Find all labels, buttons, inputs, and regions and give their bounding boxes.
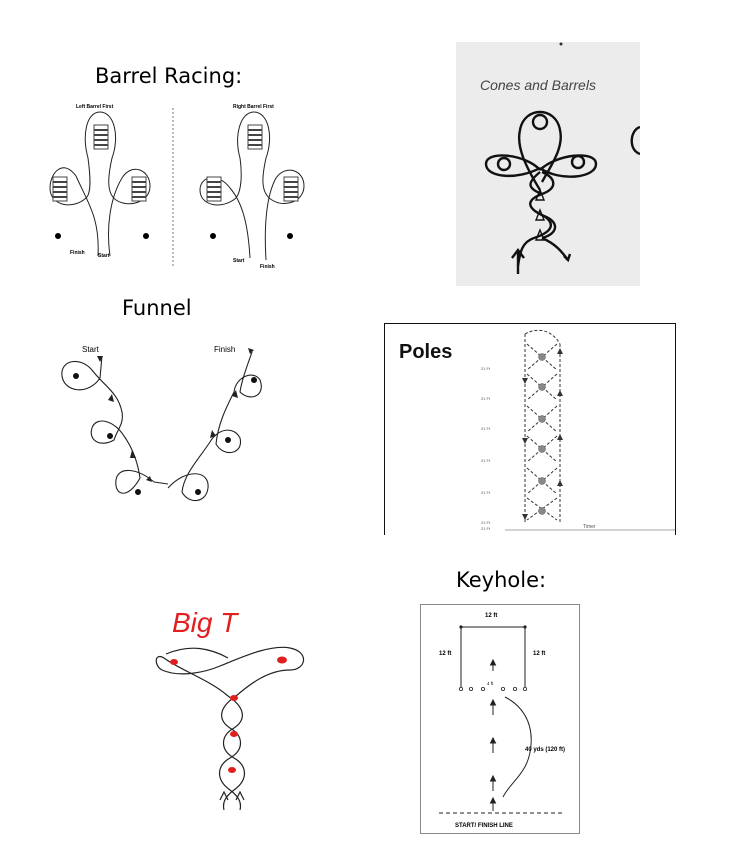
pole-marker-6 bbox=[538, 507, 546, 515]
left-barrel-pattern bbox=[49, 111, 151, 257]
poles-frame: Poles 21 Ft 21 Ft 21 Ft 21 Ft 21 Ft 21 F… bbox=[384, 323, 676, 535]
funnel-barrel-5 bbox=[225, 437, 231, 443]
pole-distance-5: 21 Ft bbox=[481, 490, 491, 495]
right-barrel-caption: Right Barrel First bbox=[233, 104, 274, 110]
funnel-barrel-4 bbox=[195, 489, 201, 495]
keyhole-left-label: 12 ft bbox=[439, 651, 451, 657]
pole-marker-4 bbox=[538, 445, 546, 453]
pole-distance-2: 21 Ft bbox=[481, 396, 491, 401]
big-t-stem-barrel-1 bbox=[230, 695, 238, 701]
funnel-title: Funnel bbox=[122, 296, 192, 320]
left-start-label: Start bbox=[98, 253, 110, 259]
barrel-racing-diagram: Left Barrel First Right Barrel First Fin… bbox=[49, 104, 305, 270]
right-barrel-pattern bbox=[199, 111, 305, 261]
pole-distance-3: 21 Ft bbox=[481, 426, 491, 431]
big-t-diagram: Big T bbox=[155, 607, 305, 810]
keyhole-top-label: 12 ft bbox=[485, 613, 497, 619]
big-t-title: Big T bbox=[172, 607, 239, 638]
right-left-barrel-icon bbox=[206, 176, 222, 202]
start-finish-line-label: START/ FINISH LINE bbox=[455, 823, 513, 829]
pole-marker-1 bbox=[538, 353, 546, 361]
timer-label: Timer bbox=[583, 524, 596, 530]
funnel-barrel-3 bbox=[135, 489, 141, 495]
cones-barrels-photo: Cones and Barrels bbox=[456, 42, 641, 286]
left-right-barrel-icon bbox=[131, 176, 147, 202]
pole-distance-1: 21 Ft bbox=[481, 366, 491, 371]
funnel-barrel-2 bbox=[107, 433, 113, 439]
pole-distance-4: 21 Ft bbox=[481, 458, 491, 463]
pole-marker-2 bbox=[538, 383, 546, 391]
big-t-right-barrel bbox=[277, 656, 287, 664]
big-t-left-barrel bbox=[170, 659, 178, 665]
right-finish-label: Finish bbox=[260, 264, 275, 270]
keyhole-frame: 12 ft 12 ft 12 ft 4 ft 40 yds (120 ft) S… bbox=[420, 604, 580, 834]
pole-marker-3 bbox=[538, 415, 546, 423]
keyhole-distance-label: 40 yds (120 ft) bbox=[525, 747, 565, 753]
big-t-stem-barrel-2 bbox=[230, 731, 238, 737]
right-right-marker-dot bbox=[287, 233, 293, 239]
funnel-diagram: Start Finish bbox=[61, 345, 262, 502]
right-marker-dot bbox=[143, 233, 149, 239]
pole-distance-6: 21 Ft bbox=[481, 520, 491, 525]
right-top-barrel-icon bbox=[247, 124, 263, 150]
left-marker-dot bbox=[55, 233, 61, 239]
pole-marker-5 bbox=[538, 477, 546, 485]
poles-title: Poles bbox=[399, 341, 452, 363]
funnel-barrel-6 bbox=[251, 377, 257, 383]
keyhole-gap-label: 4 ft bbox=[487, 681, 494, 686]
left-top-barrel-icon bbox=[93, 124, 109, 150]
funnel-finish-label: Finish bbox=[214, 345, 235, 354]
left-left-barrel-icon bbox=[52, 176, 68, 202]
funnel-start-label: Start bbox=[82, 345, 100, 354]
right-start-label: Start bbox=[233, 258, 245, 264]
cones-barrels-pattern bbox=[484, 111, 641, 274]
left-barrel-caption: Left Barrel First bbox=[76, 104, 114, 110]
cones-barrels-title: Cones and Barrels bbox=[480, 77, 596, 93]
keyhole-right-label: 12 ft bbox=[533, 651, 545, 657]
pole-bottom-distance: 21 Ft bbox=[481, 526, 491, 531]
left-finish-label: Finish bbox=[70, 250, 85, 256]
big-t-stem-barrel-3 bbox=[228, 767, 236, 773]
right-left-marker-dot bbox=[210, 233, 216, 239]
funnel-barrel-1 bbox=[73, 373, 79, 379]
barrel-racing-title: Barrel Racing: bbox=[95, 64, 243, 88]
right-right-barrel-icon bbox=[283, 176, 299, 202]
keyhole-title: Keyhole: bbox=[456, 568, 547, 592]
